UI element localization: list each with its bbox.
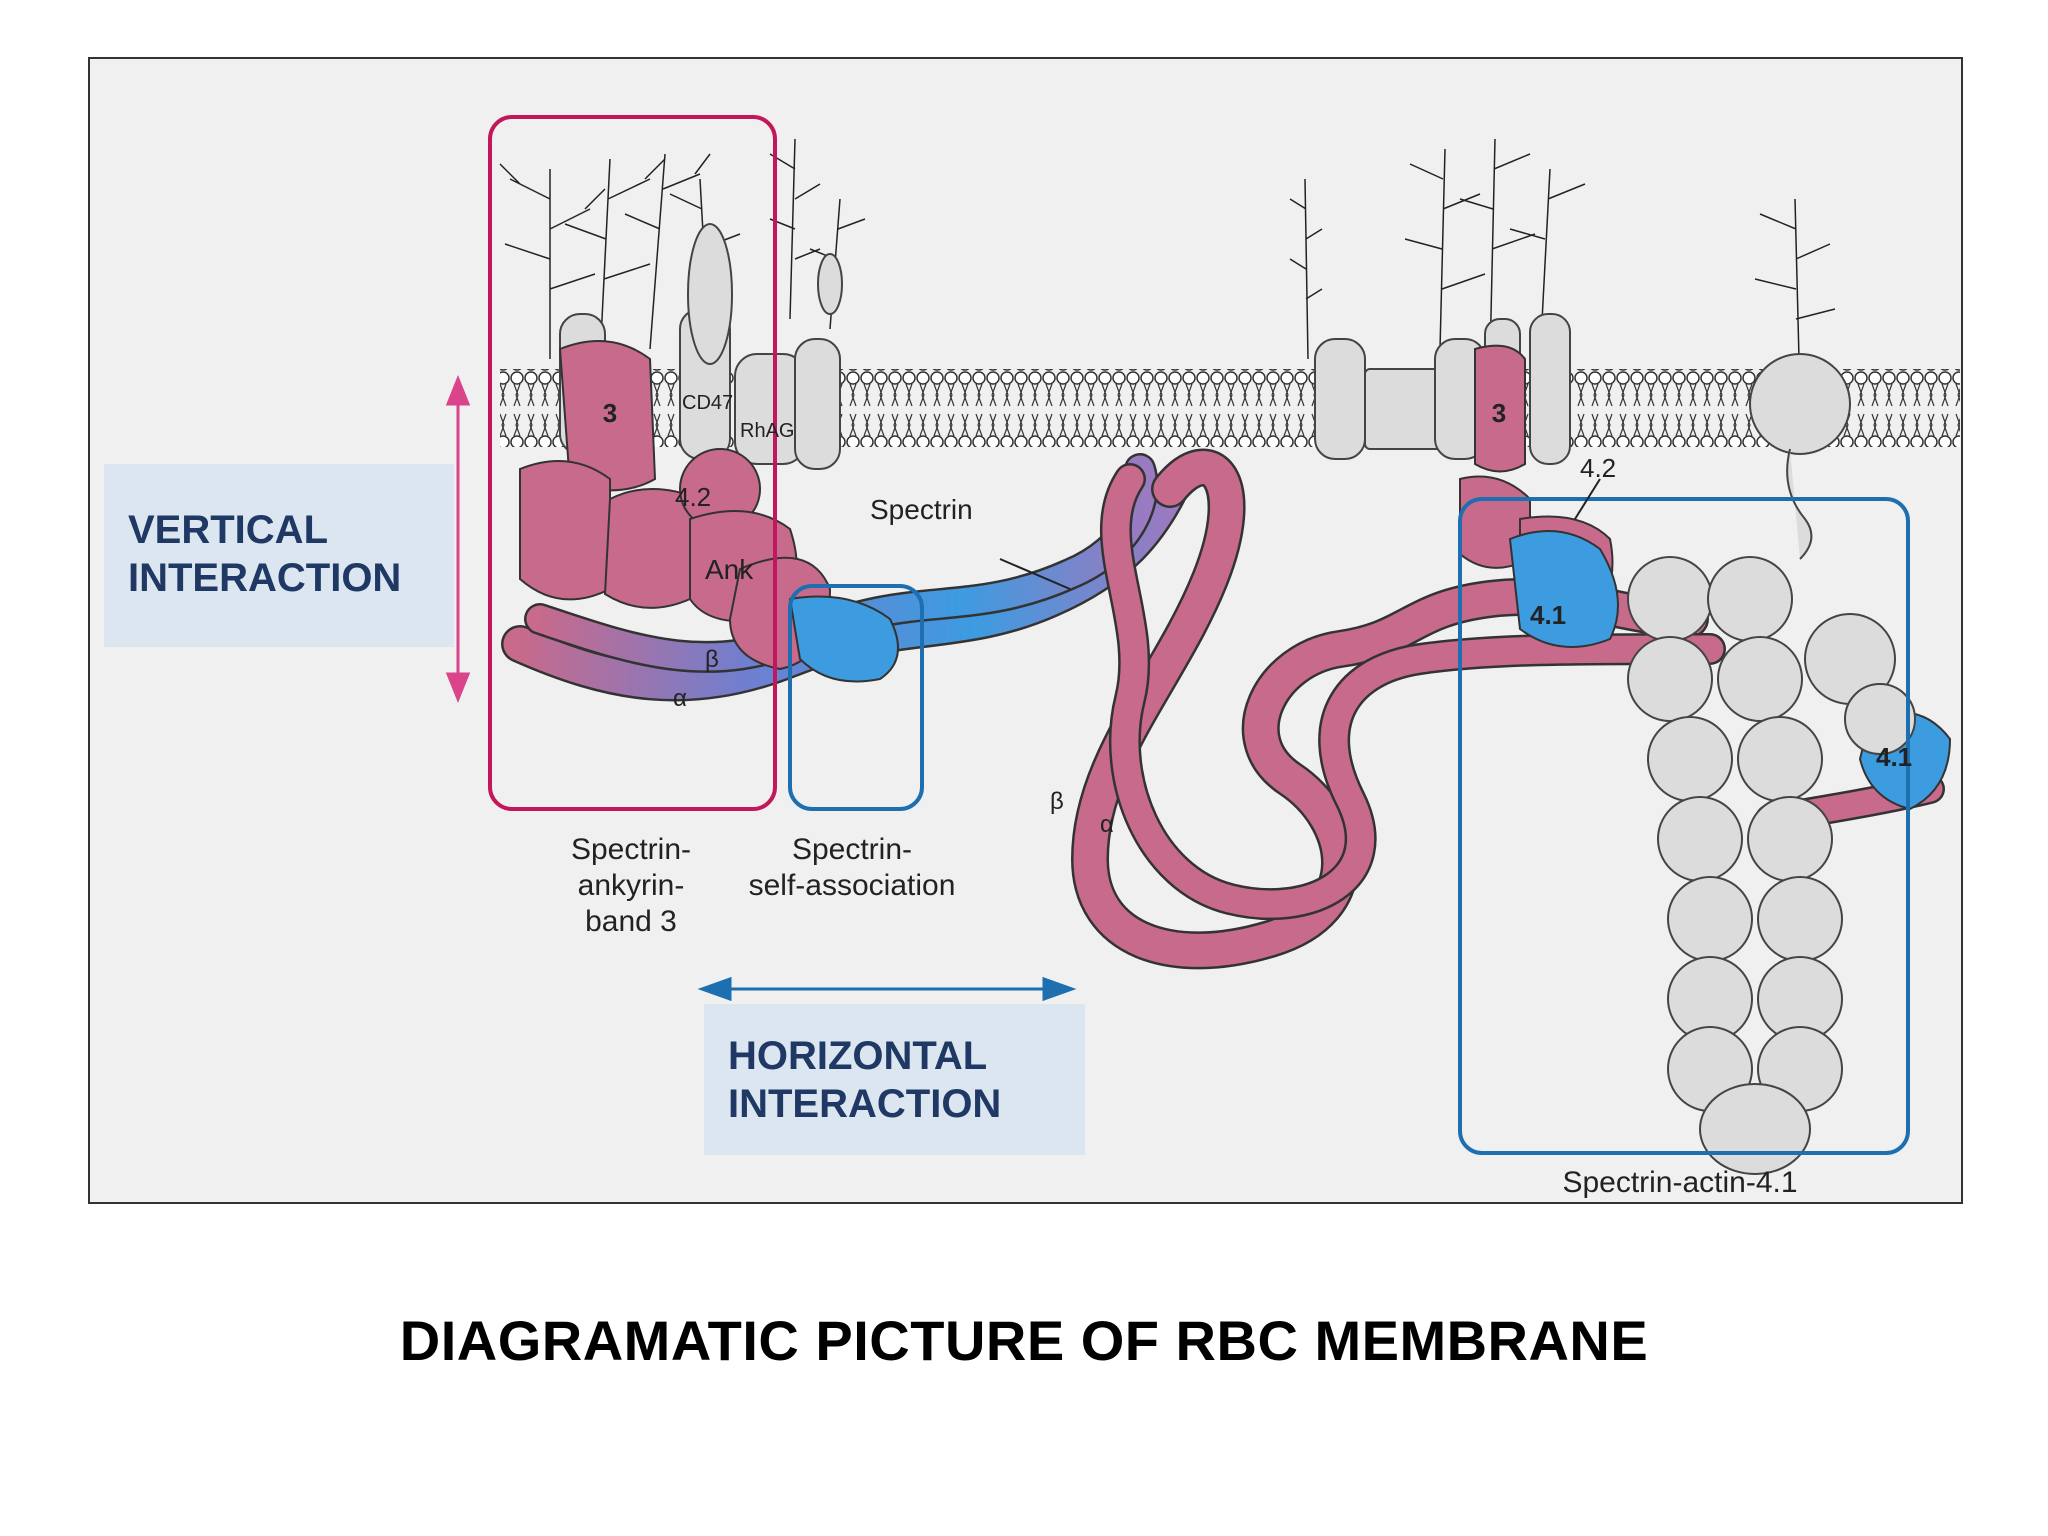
label-protein-4-2-right: 4.2 [1580,453,1616,483]
vertical-interaction-line-1: VERTICAL [128,508,328,552]
label-rhag: RhAG [740,420,794,442]
band3-ankyrin-complex [519,340,832,671]
svg-text:band 3: band 3 [585,905,677,938]
label-cd47: CD47 [682,392,733,414]
svg-text:Spectrin-: Spectrin- [571,833,691,866]
label-beta-left: β [705,646,719,673]
actin-filament [1627,556,1916,1175]
box-spectrin-self-association [788,584,924,811]
spectrin-leader-line [999,558,1071,590]
box-spectrin-ankyrin-band3 [488,115,777,811]
horizontal-interaction-line-1: HORIZONTAL [728,1034,988,1078]
svg-text:self-association: self-association [749,869,956,902]
label-ankyrin: Ank [705,554,754,585]
svg-text:Spectrin-: Spectrin- [792,833,912,866]
label-protein-4-1-a: 4.1 [1530,600,1566,630]
horizontal-arrow [697,976,1077,1002]
region-label-spectrin-self-association: Spectrin- self-association [749,833,956,902]
svg-text:ankyrin-: ankyrin- [578,869,685,902]
region-label-spectrin-ankyrin-band3: Spectrin- ankyrin- band 3 [571,833,691,938]
label-beta-mid: β [1050,788,1064,815]
label-protein-4-1-b: 4.1 [1876,742,1912,772]
box-spectrin-actin-4-1 [1458,497,1910,1155]
label-protein-4-2-left: 4.2 [675,482,711,512]
spectrin-filaments [501,448,1945,970]
label-alpha-left: α [673,685,687,712]
vertical-interaction-line-2: INTERACTION [128,556,402,600]
horizontal-interaction-line-2: INTERACTION [728,1082,1002,1126]
slide-caption: DIAGRAMATIC PICTURE OF RBC MEMBRANE [399,1309,1649,1372]
protein-4-2-leader-line [1574,478,1601,520]
label-band3-left: 3 [603,398,617,428]
label-spectrin: Spectrin [870,494,973,525]
region-label-spectrin-actin-4-1: Spectrin-actin-4.1 [1562,1166,1797,1199]
horizontal-interaction-callout: HORIZONTAL INTERACTION [704,1004,1085,1155]
vertical-interaction-callout: VERTICAL INTERACTION [104,464,454,647]
label-alpha-mid: α [1100,811,1114,838]
vertical-arrow [445,374,471,704]
figure-frame: 3 CD47 RhAG 4.2 Ank Spectrin β α β α 3 4… [88,57,1963,1204]
label-band3-right: 3 [1492,398,1506,428]
rbc-membrane-diagram: 3 CD47 RhAG 4.2 Ank Spectrin β α β α 3 4… [445,115,1960,1199]
